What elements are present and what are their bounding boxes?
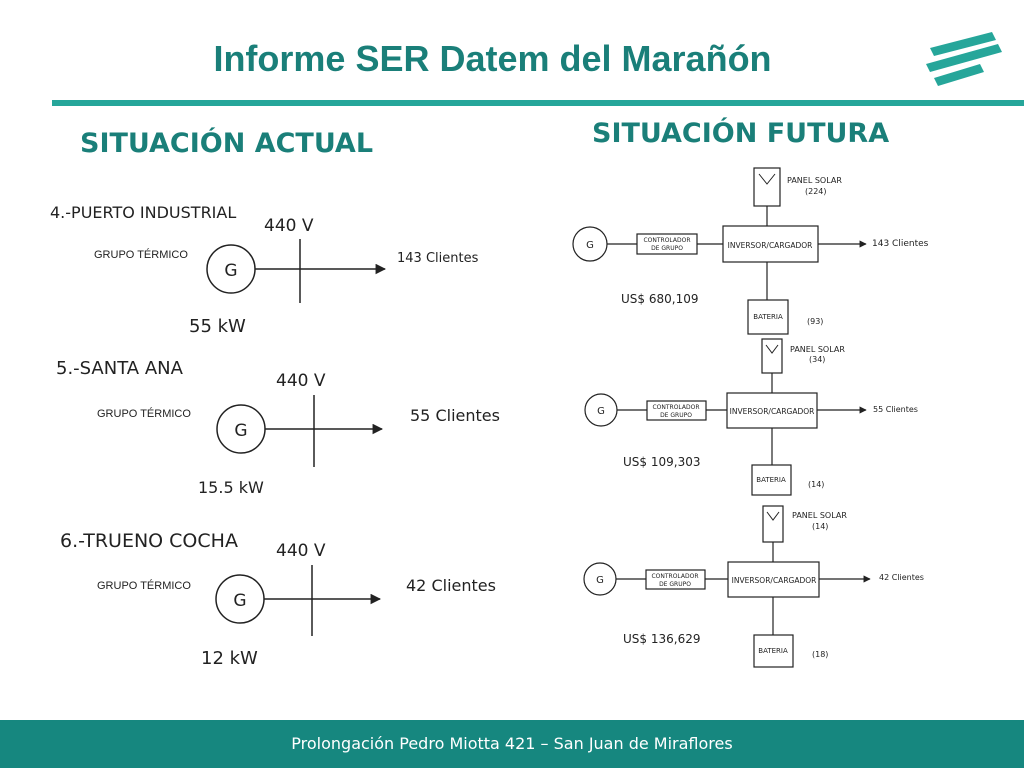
panel-count: (14) xyxy=(812,522,828,531)
futura-system-santa-ana: PANEL SOLAR (34) G CONTROLADOR DE GRUPO … xyxy=(584,338,918,496)
situacion-futura-heading: SITUACIÓN FUTURA xyxy=(592,118,890,149)
solar-panel-mark xyxy=(765,344,779,354)
panel-label: PANEL SOLAR xyxy=(787,176,842,185)
generator-letter: G xyxy=(586,240,594,251)
battery-label: BATERIA xyxy=(756,476,786,484)
solar-panel-mark xyxy=(758,173,776,185)
cost-label: US$ 109,303 xyxy=(623,455,700,469)
voltage-label: 440 V xyxy=(264,216,314,236)
controller-label-2: DE GRUPO xyxy=(659,581,691,588)
clients-label: 55 Clientes xyxy=(873,405,918,414)
voltage-label: 440 V xyxy=(276,541,326,561)
clients-label: 143 Clientes xyxy=(872,239,929,249)
grupo-termico-label: GRUPO TÉRMICO xyxy=(94,248,188,261)
battery-box xyxy=(747,299,789,335)
clients-label: 42 Clientes xyxy=(879,573,924,582)
panel-label: PANEL SOLAR xyxy=(792,511,847,520)
solar-panel-symbol xyxy=(753,167,781,207)
clients-label: 143 Clientes xyxy=(397,251,479,266)
futura-system-trueno-cocha: PANEL SOLAR (14) G CONTROLADOR DE GRUPO … xyxy=(583,505,924,668)
clients-label: 55 Clientes xyxy=(410,406,500,425)
page-title: Informe SER Datem del Marañón xyxy=(213,38,772,79)
grupo-termico-label: GRUPO TÉRMICO xyxy=(97,579,191,592)
generator-letter: G xyxy=(224,261,237,281)
power-label: 15.5 kW xyxy=(198,478,264,497)
actual-site-puerto-industrial: 4.-PUERTO INDUSTRIAL 440 V GRUPO TÉRMICO… xyxy=(50,203,479,337)
power-label: 55 kW xyxy=(189,316,246,337)
grupo-termico-label: GRUPO TÉRMICO xyxy=(97,407,191,420)
generator-letter: G xyxy=(233,591,246,611)
battery-label: BATERIA xyxy=(758,647,788,655)
footer-bar: Prolongación Pedro Miotta 421 – San Juan… xyxy=(0,720,1024,768)
panel-label: PANEL SOLAR xyxy=(790,345,845,354)
site-name: 4.-PUERTO INDUSTRIAL xyxy=(50,203,236,222)
clients-label: 42 Clientes xyxy=(406,576,496,595)
battery-count: (14) xyxy=(808,480,824,489)
generator-letter: G xyxy=(596,575,604,586)
solar-panel-symbol xyxy=(761,338,783,374)
site-name: 6.-TRUENO COCHA xyxy=(60,530,238,552)
controller-label-2: DE GRUPO xyxy=(651,245,683,252)
inverter-label: INVERSOR/CARGADOR xyxy=(728,241,813,250)
generator-letter: G xyxy=(597,406,605,417)
power-label: 12 kW xyxy=(201,648,258,669)
solar-panel-symbol xyxy=(762,505,784,543)
voltage-label: 440 V xyxy=(276,371,326,391)
generator-letter: G xyxy=(234,421,247,441)
inverter-label: INVERSOR/CARGADOR xyxy=(730,407,815,416)
site-name: 5.-SANTA ANA xyxy=(56,358,184,379)
actual-site-santa-ana: 5.-SANTA ANA 440 V GRUPO TÉRMICO G 55 Cl… xyxy=(56,358,500,497)
controller-label-2: DE GRUPO xyxy=(660,412,692,419)
actual-site-trueno-cocha: 6.-TRUENO COCHA 440 V GRUPO TÉRMICO G 42… xyxy=(60,530,496,669)
battery-box xyxy=(751,464,792,496)
panel-count: (34) xyxy=(809,355,825,364)
battery-count: (18) xyxy=(812,650,828,659)
footer-address: Prolongación Pedro Miotta 421 – San Juan… xyxy=(291,734,733,753)
header-divider xyxy=(52,100,1024,106)
situacion-actual-heading: SITUACIÓN ACTUAL xyxy=(80,128,374,159)
company-logo-icon xyxy=(926,32,1002,86)
battery-count: (93) xyxy=(807,317,823,326)
controller-label-1: CONTROLADOR xyxy=(643,237,690,244)
diagram-canvas: 4.-PUERTO INDUSTRIAL 440 V GRUPO TÉRMICO… xyxy=(50,167,929,669)
solar-panel-mark xyxy=(766,511,780,521)
cost-label: US$ 680,109 xyxy=(621,292,698,306)
inverter-label: INVERSOR/CARGADOR xyxy=(732,576,817,585)
panel-count: (224) xyxy=(805,187,827,196)
cost-label: US$ 136,629 xyxy=(623,632,700,646)
battery-label: BATERIA xyxy=(753,313,783,321)
futura-system-puerto-industrial: PANEL SOLAR (224) G CONTROLADOR DE GRUPO… xyxy=(572,167,929,335)
battery-box xyxy=(753,634,794,668)
controller-label-1: CONTROLADOR xyxy=(651,573,698,580)
controller-label-1: CONTROLADOR xyxy=(652,404,699,411)
